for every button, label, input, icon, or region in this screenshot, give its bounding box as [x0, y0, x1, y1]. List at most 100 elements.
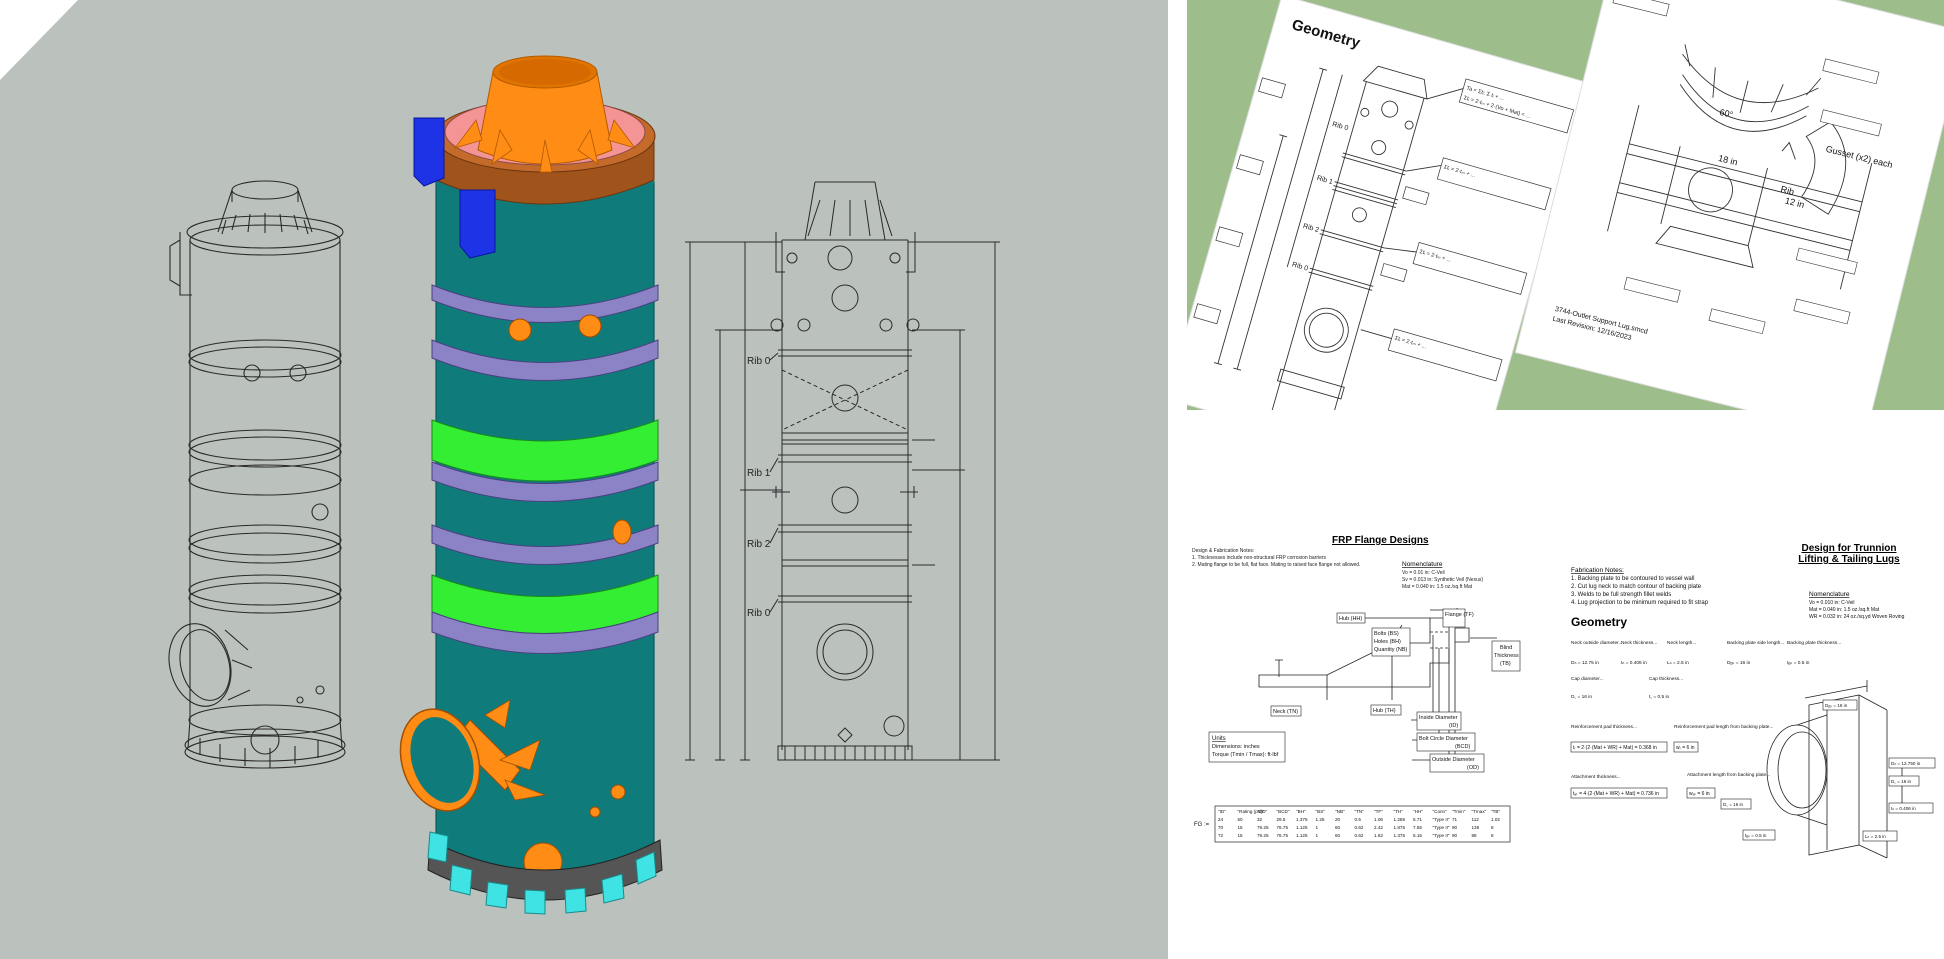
table-cell: "Type II" — [1433, 825, 1450, 830]
trunnion-sheet: Design for Trunnion Lifting & Tailing Lu… — [1570, 543, 1936, 859]
tb-label: (TB) — [1500, 661, 1511, 667]
table-header-cell: "Conn" — [1433, 809, 1448, 814]
param-value: tₙ = 0.406 in — [1621, 660, 1647, 666]
table-cell: 90 — [1452, 825, 1458, 830]
hub-hh-label: Hub (HH) — [1339, 616, 1362, 622]
trunnion-nomenclature-item: WR = 0.032 in: 24 oz./sq.yd Woven Roving — [1809, 614, 1905, 620]
cap-label: Cap thickness... — [1649, 676, 1683, 682]
table-cell: 6.71 — [1413, 817, 1422, 822]
thickness-label: Thickness — [1494, 653, 1519, 659]
table-cell: 6.15 — [1413, 833, 1422, 838]
table-cell: 112 — [1472, 817, 1480, 822]
geometry-rib-label: Rib 1 — [1316, 175, 1334, 186]
flange-nomenclature-item: Sv = 0.013 in: Synthetic Veil (Nexus) — [1402, 577, 1483, 583]
table-cell: 20 — [1335, 817, 1341, 822]
flange-note: 1. Thicknesses include non-structural FR… — [1192, 555, 1327, 561]
table-cell: 8 — [1491, 825, 1494, 830]
units-item: Dimensions: inches — [1212, 744, 1260, 750]
reinforcement-label: Reinforcement pad thickness... — [1571, 724, 1637, 730]
table-cell: 72 — [1218, 833, 1224, 838]
geometry-rib-label: Rib 2 — [1302, 223, 1320, 234]
table-cell: 60 — [1335, 833, 1341, 838]
table-cell: "Type II" — [1433, 833, 1450, 838]
table-cell: 7.55 — [1413, 825, 1422, 830]
lug-dim-12: 12 in — [1784, 195, 1805, 209]
table-cell: 76.75 — [1277, 825, 1289, 830]
od-label: (OD) — [1467, 765, 1479, 771]
trunnion-geometry-title: Geometry — [1571, 615, 1627, 629]
quantity-label: Quantity (NB) — [1374, 647, 1407, 653]
table-cell: 1.875 — [1394, 825, 1406, 830]
fab-note: 3. Welds to be full strength fillet weld… — [1571, 592, 1671, 598]
flange-tf-label: Flange (TF) — [1445, 612, 1474, 618]
table-cell: 24 — [1218, 817, 1224, 822]
param-value: Dₙ = 12.75 in — [1571, 660, 1599, 666]
table-cell: 1.285 — [1394, 817, 1406, 822]
viewport-corner — [0, 0, 78, 80]
reinforcement-formula: tᵣ = 2·(2·(Mat + WR) + Mat) = 0.368 in — [1573, 745, 1657, 751]
table-cell: 1.375 — [1394, 833, 1406, 838]
bolts-label: Bolts (BS) — [1374, 631, 1399, 637]
reinforcement-length-label: Reinforcement pad length from backing pl… — [1674, 724, 1773, 730]
units-title: Units — [1212, 736, 1226, 742]
trunnion-nomenclature-item: Mat = 0.040 in: 1.5 oz./sq.ft Mat — [1809, 607, 1880, 613]
table-cell: 1.125 — [1296, 825, 1308, 830]
document-photo-canvas: Geometry — [1187, 0, 1944, 410]
table-cell: 15 — [1238, 825, 1244, 830]
table-header-cell: "TF" — [1374, 809, 1383, 814]
table-header-cell: "ID" — [1218, 809, 1226, 814]
cap-value: t꜀ = 0.5 in — [1649, 694, 1670, 700]
holes-label: Holes (BH) — [1374, 639, 1401, 645]
trunnion-figure — [1766, 680, 1907, 859]
cap-label: Cap diameter... — [1571, 676, 1604, 682]
param-value: tᵦₚ = 0.5 in — [1787, 660, 1810, 666]
fig-tbp: tᵦₚ = 0.5 in — [1745, 833, 1767, 838]
table-cell: 0.62 — [1355, 833, 1364, 838]
orthographic-drawing — [685, 181, 1000, 761]
id-label: (ID) — [1449, 723, 1458, 729]
blind-label: Blind — [1500, 645, 1512, 651]
trunnion-title-2: Lifting & Tailing Lugs — [1798, 554, 1900, 565]
fab-notes-title: Fabrication Notes: — [1571, 567, 1624, 574]
outside-diameter-label: Outside Diameter — [1432, 757, 1475, 763]
table-cell: 1.06 — [1374, 817, 1383, 822]
attachment-length-value: wₐₜ = 6 in — [1689, 791, 1710, 797]
inside-diameter-label: Inside Diameter — [1419, 715, 1458, 721]
table-header-cell: "BH" — [1296, 809, 1306, 814]
attachment-formula: tₐₜ = 4·(2·(Mat + WR) + Mat) = 0.736 in — [1573, 791, 1659, 797]
trunnion-nomenclature-title: Nomenclature — [1809, 591, 1850, 598]
table-cell: 79.25 — [1257, 825, 1269, 830]
table-cell: 70 — [1218, 825, 1224, 830]
table-cell: 79.25 — [1257, 833, 1269, 838]
fig-dbp: Dᵦₚ = 16 in — [1825, 703, 1848, 708]
table-cell: 88 — [1472, 833, 1478, 838]
param-label: Neck outside diameter... — [1571, 640, 1622, 646]
table-cell: 1.375 — [1296, 817, 1308, 822]
fig-dc: D꜀ = 16 in — [1723, 802, 1744, 807]
fab-note: 2. Cut lug neck to match contour of back… — [1571, 584, 1702, 590]
cad-viewport[interactable]: Rib 0 Rib 1 Rib 2 Rib 0 — [0, 0, 1168, 959]
fig-dc-right: D꜀ = 16 in — [1891, 779, 1912, 784]
flange-nomenclature-item: Mat = 0.040 in: 1.5 oz./sq.ft Mat — [1402, 584, 1473, 590]
lug-rib-label: Rib — [1780, 184, 1796, 197]
bolt-circle-label: Bolt Circle Diameter — [1419, 736, 1468, 742]
units-item: Torque (Tmin / Tmax): ft·lbf — [1212, 752, 1279, 758]
support-lug-sheet: 60° Gusset (x2) each Rib 18 in 12 in 374… — [1514, 0, 1944, 410]
fab-note: 4. Lug projection to be minimum required… — [1571, 600, 1709, 606]
geometry-rib-label: Rib 0 — [1331, 121, 1349, 132]
fig-dn: Dₙ = 12.750 in — [1891, 761, 1921, 766]
table-cell: 1.25 — [1316, 817, 1325, 822]
table-cell: 0.62 — [1355, 825, 1364, 830]
table-cell: 76.75 — [1277, 833, 1289, 838]
table-cell: 2.42 — [1374, 825, 1383, 830]
table-cell: 50 — [1238, 817, 1244, 822]
table-cell: 0.5 — [1355, 817, 1362, 822]
rib-labels: Rib 0 Rib 1 Rib 2 Rib 0 — [747, 356, 771, 619]
table-header-cell: "Tmax" — [1472, 809, 1487, 814]
colored-vessel — [399, 55, 663, 915]
table-cell: 1.62 — [1374, 833, 1383, 838]
table-header-cell: "BCD" — [1277, 809, 1290, 814]
fig-tn: tₙ = 0.406 in — [1891, 806, 1916, 811]
design-sheets: FRP Flange Designs Design & Fabrication … — [1187, 410, 1944, 959]
table-cell: 1.125 — [1296, 833, 1308, 838]
